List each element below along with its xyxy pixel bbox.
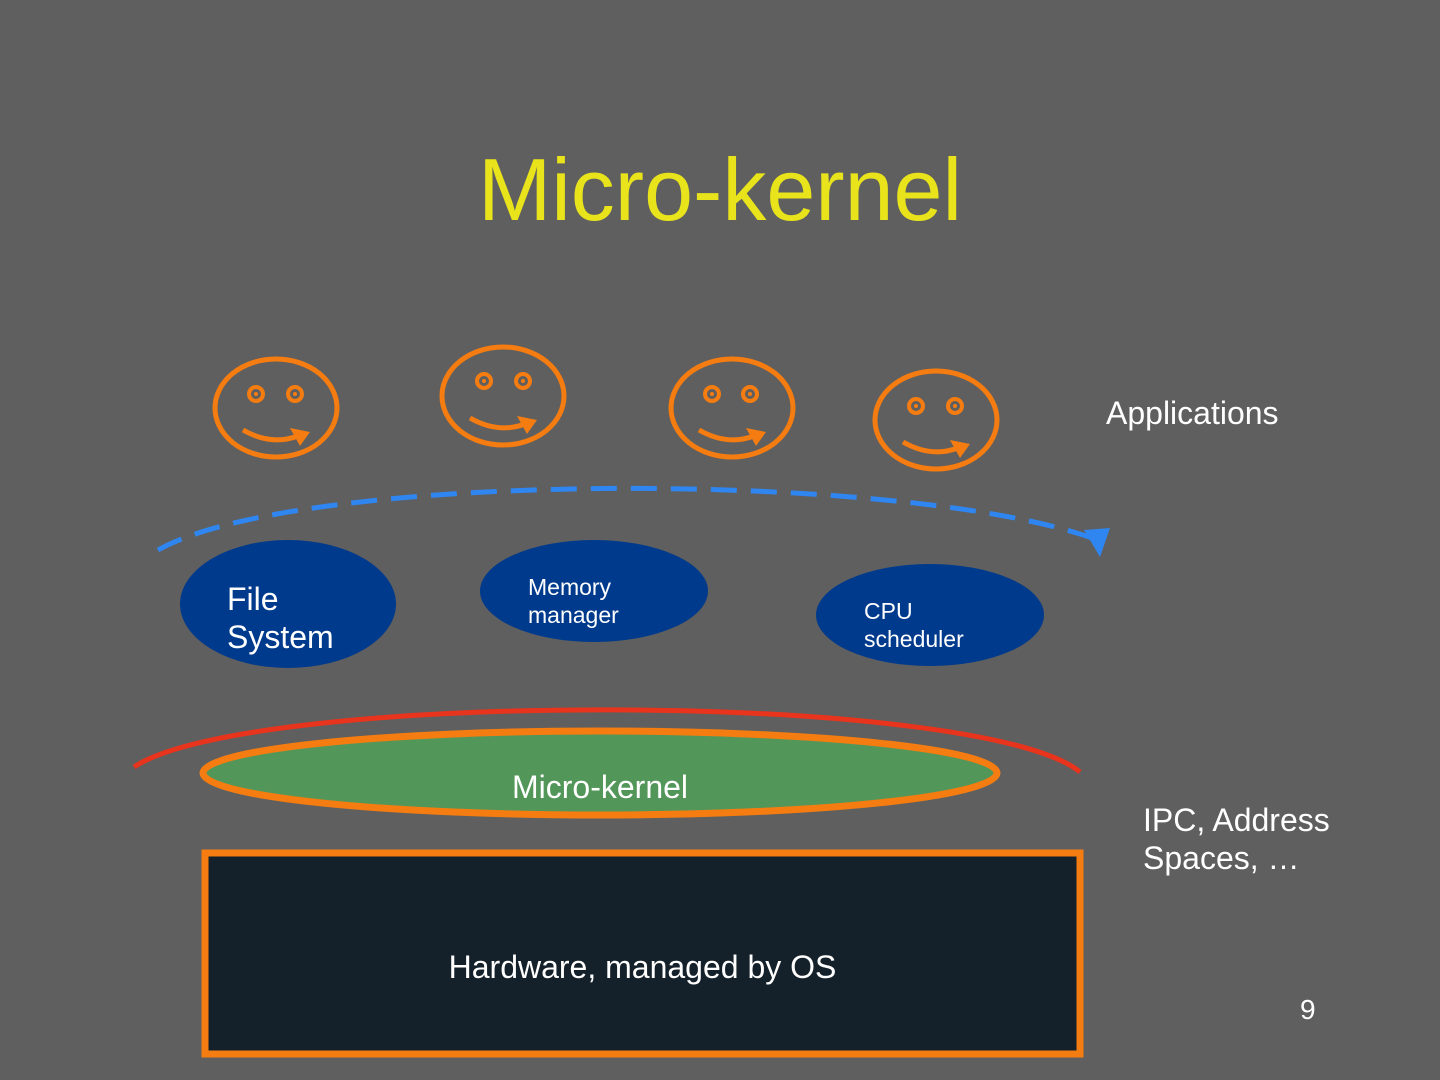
hardware-box — [201, 849, 1084, 1058]
ipc-arrowhead — [1084, 528, 1110, 557]
microkernel-label: Micro-kernel — [511, 769, 689, 805]
page-number: 9 — [1300, 994, 1316, 1025]
applications-label: Applications — [1106, 395, 1279, 431]
ipc-dashed-arrow — [156, 485, 1093, 553]
file-system-label: File System — [227, 581, 334, 655]
microkernel-note-label: IPC, Address Spaces, … — [1143, 802, 1330, 876]
smiley-face-icon — [872, 368, 1000, 472]
hardware-label: Hardware, managed by OS — [448, 949, 837, 985]
cpu-scheduler-label: CPU scheduler — [864, 598, 964, 652]
smiley-face-icon — [668, 356, 796, 460]
file-system-node — [180, 540, 396, 668]
cpu-scheduler-node — [816, 564, 1044, 666]
memory-manager-label: Memory manager — [528, 574, 619, 628]
slide-title: Micro-kernel — [477, 140, 963, 239]
microkernel-node — [199, 727, 1001, 819]
kernel-boundary-arc — [132, 707, 1082, 774]
memory-manager-node — [480, 540, 708, 642]
smiley-face-icon — [439, 344, 567, 448]
smiley-face-icon — [212, 356, 340, 460]
